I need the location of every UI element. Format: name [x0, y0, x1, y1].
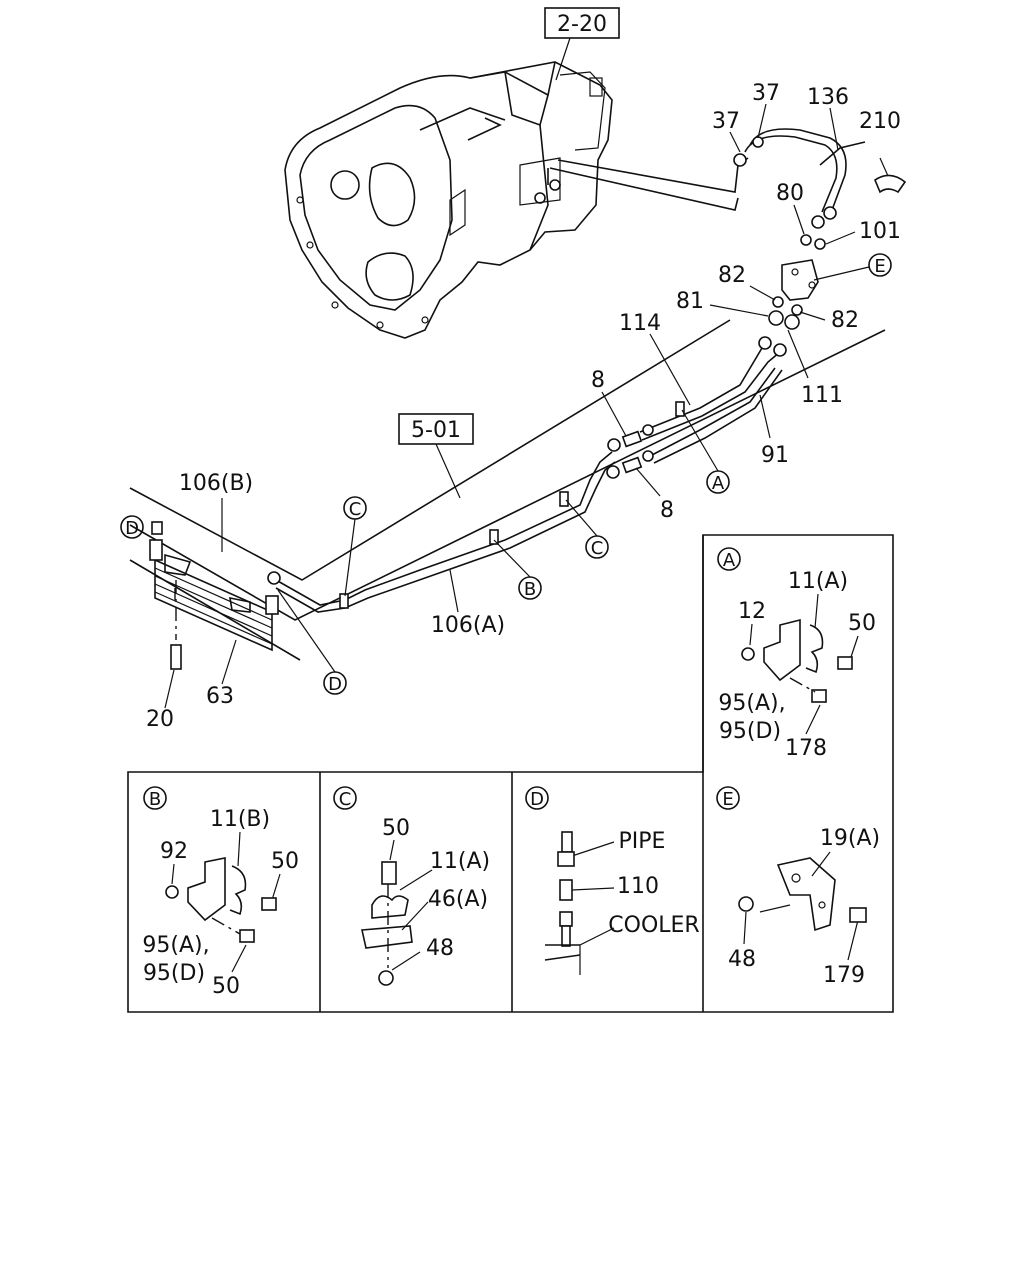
- svg-text:E: E: [874, 256, 885, 277]
- marker-c-lower[interactable]: C: [585, 535, 609, 559]
- svg-text:20: 20: [146, 707, 174, 732]
- svg-text:37: 37: [712, 109, 740, 134]
- svg-text:11(A): 11(A): [430, 849, 490, 874]
- svg-text:C: C: [349, 499, 362, 520]
- svg-text:50: 50: [848, 611, 876, 636]
- detail-b: B 11(B) 92 50 95(A), 95(D) 50: [142, 786, 299, 999]
- svg-text:50: 50: [382, 816, 410, 841]
- svg-text:136: 136: [807, 85, 849, 110]
- svg-text:C: C: [339, 789, 352, 810]
- svg-text:50: 50: [271, 849, 299, 874]
- svg-text:82: 82: [718, 263, 746, 288]
- svg-text:178: 178: [785, 736, 827, 761]
- svg-text:19(A): 19(A): [820, 826, 880, 851]
- oil-cooler: [149, 521, 281, 670]
- svg-text:A: A: [723, 550, 736, 571]
- svg-text:95(A),: 95(A),: [142, 933, 209, 958]
- svg-text:48: 48: [728, 947, 756, 972]
- svg-text:8: 8: [660, 498, 674, 523]
- svg-text:95(D): 95(D): [719, 719, 781, 744]
- svg-text:PIPE: PIPE: [619, 829, 666, 854]
- svg-text:B: B: [149, 789, 161, 810]
- svg-text:5-01: 5-01: [411, 418, 461, 443]
- svg-text:COOLER: COOLER: [608, 913, 699, 938]
- svg-text:106(A): 106(A): [431, 613, 505, 638]
- svg-text:82: 82: [831, 308, 859, 333]
- ref-box-5-01[interactable]: 5-01: [398, 413, 474, 445]
- svg-text:C: C: [591, 538, 604, 559]
- svg-text:110: 110: [617, 874, 659, 899]
- svg-text:D: D: [530, 789, 544, 810]
- svg-text:50: 50: [212, 974, 240, 999]
- detail-panels-frame: [127, 534, 894, 1013]
- svg-text:2-20: 2-20: [557, 12, 607, 37]
- svg-text:A: A: [712, 473, 725, 494]
- bracket-e: [781, 259, 819, 301]
- svg-text:91: 91: [761, 443, 789, 468]
- svg-text:D: D: [328, 674, 342, 695]
- svg-text:114: 114: [619, 311, 661, 336]
- hose-assembly: [733, 128, 866, 250]
- marker-d-lower[interactable]: D: [323, 671, 347, 695]
- svg-text:11(A): 11(A): [788, 569, 848, 594]
- transmission-housing: [284, 61, 613, 339]
- detail-e: E 19(A) 48 179: [716, 786, 880, 988]
- marker-d-left[interactable]: D: [120, 515, 144, 539]
- detail-a: A 11(A) 12 50 95(A), 95(D) 178: [717, 547, 876, 761]
- svg-text:111: 111: [801, 383, 843, 408]
- svg-text:179: 179: [823, 963, 865, 988]
- svg-text:80: 80: [776, 181, 804, 206]
- marker-b[interactable]: B: [518, 576, 542, 600]
- svg-text:95(D): 95(D): [143, 961, 205, 986]
- callouts: 37 37 136 210 80 101 82 82 81 114 111 91…: [146, 81, 901, 732]
- cooler-pipes: [275, 336, 787, 613]
- svg-text:D: D: [125, 518, 139, 539]
- svg-text:B: B: [524, 579, 536, 600]
- detail-d: D PIPE 110 COOLER: [525, 786, 700, 975]
- sleeve-210: [874, 174, 907, 194]
- svg-text:106(B): 106(B): [179, 471, 253, 496]
- detail-c: C 50 11(A) 46(A) 48: [333, 786, 490, 986]
- svg-text:95(A),: 95(A),: [718, 691, 785, 716]
- ref-box-2-20[interactable]: 2-20: [544, 7, 620, 39]
- svg-text:210: 210: [859, 109, 901, 134]
- svg-text:37: 37: [752, 81, 780, 106]
- svg-text:81: 81: [676, 289, 704, 314]
- svg-text:8: 8: [591, 368, 605, 393]
- marker-e[interactable]: E: [868, 253, 892, 277]
- marker-c-upper[interactable]: C: [343, 496, 367, 520]
- marker-a[interactable]: A: [706, 470, 730, 494]
- svg-text:E: E: [722, 789, 733, 810]
- svg-text:12: 12: [738, 599, 766, 624]
- svg-text:63: 63: [206, 684, 234, 709]
- svg-text:46(A): 46(A): [428, 887, 488, 912]
- svg-text:11(B): 11(B): [210, 807, 270, 832]
- svg-text:48: 48: [426, 936, 454, 961]
- svg-text:101: 101: [859, 219, 901, 244]
- svg-text:92: 92: [160, 839, 188, 864]
